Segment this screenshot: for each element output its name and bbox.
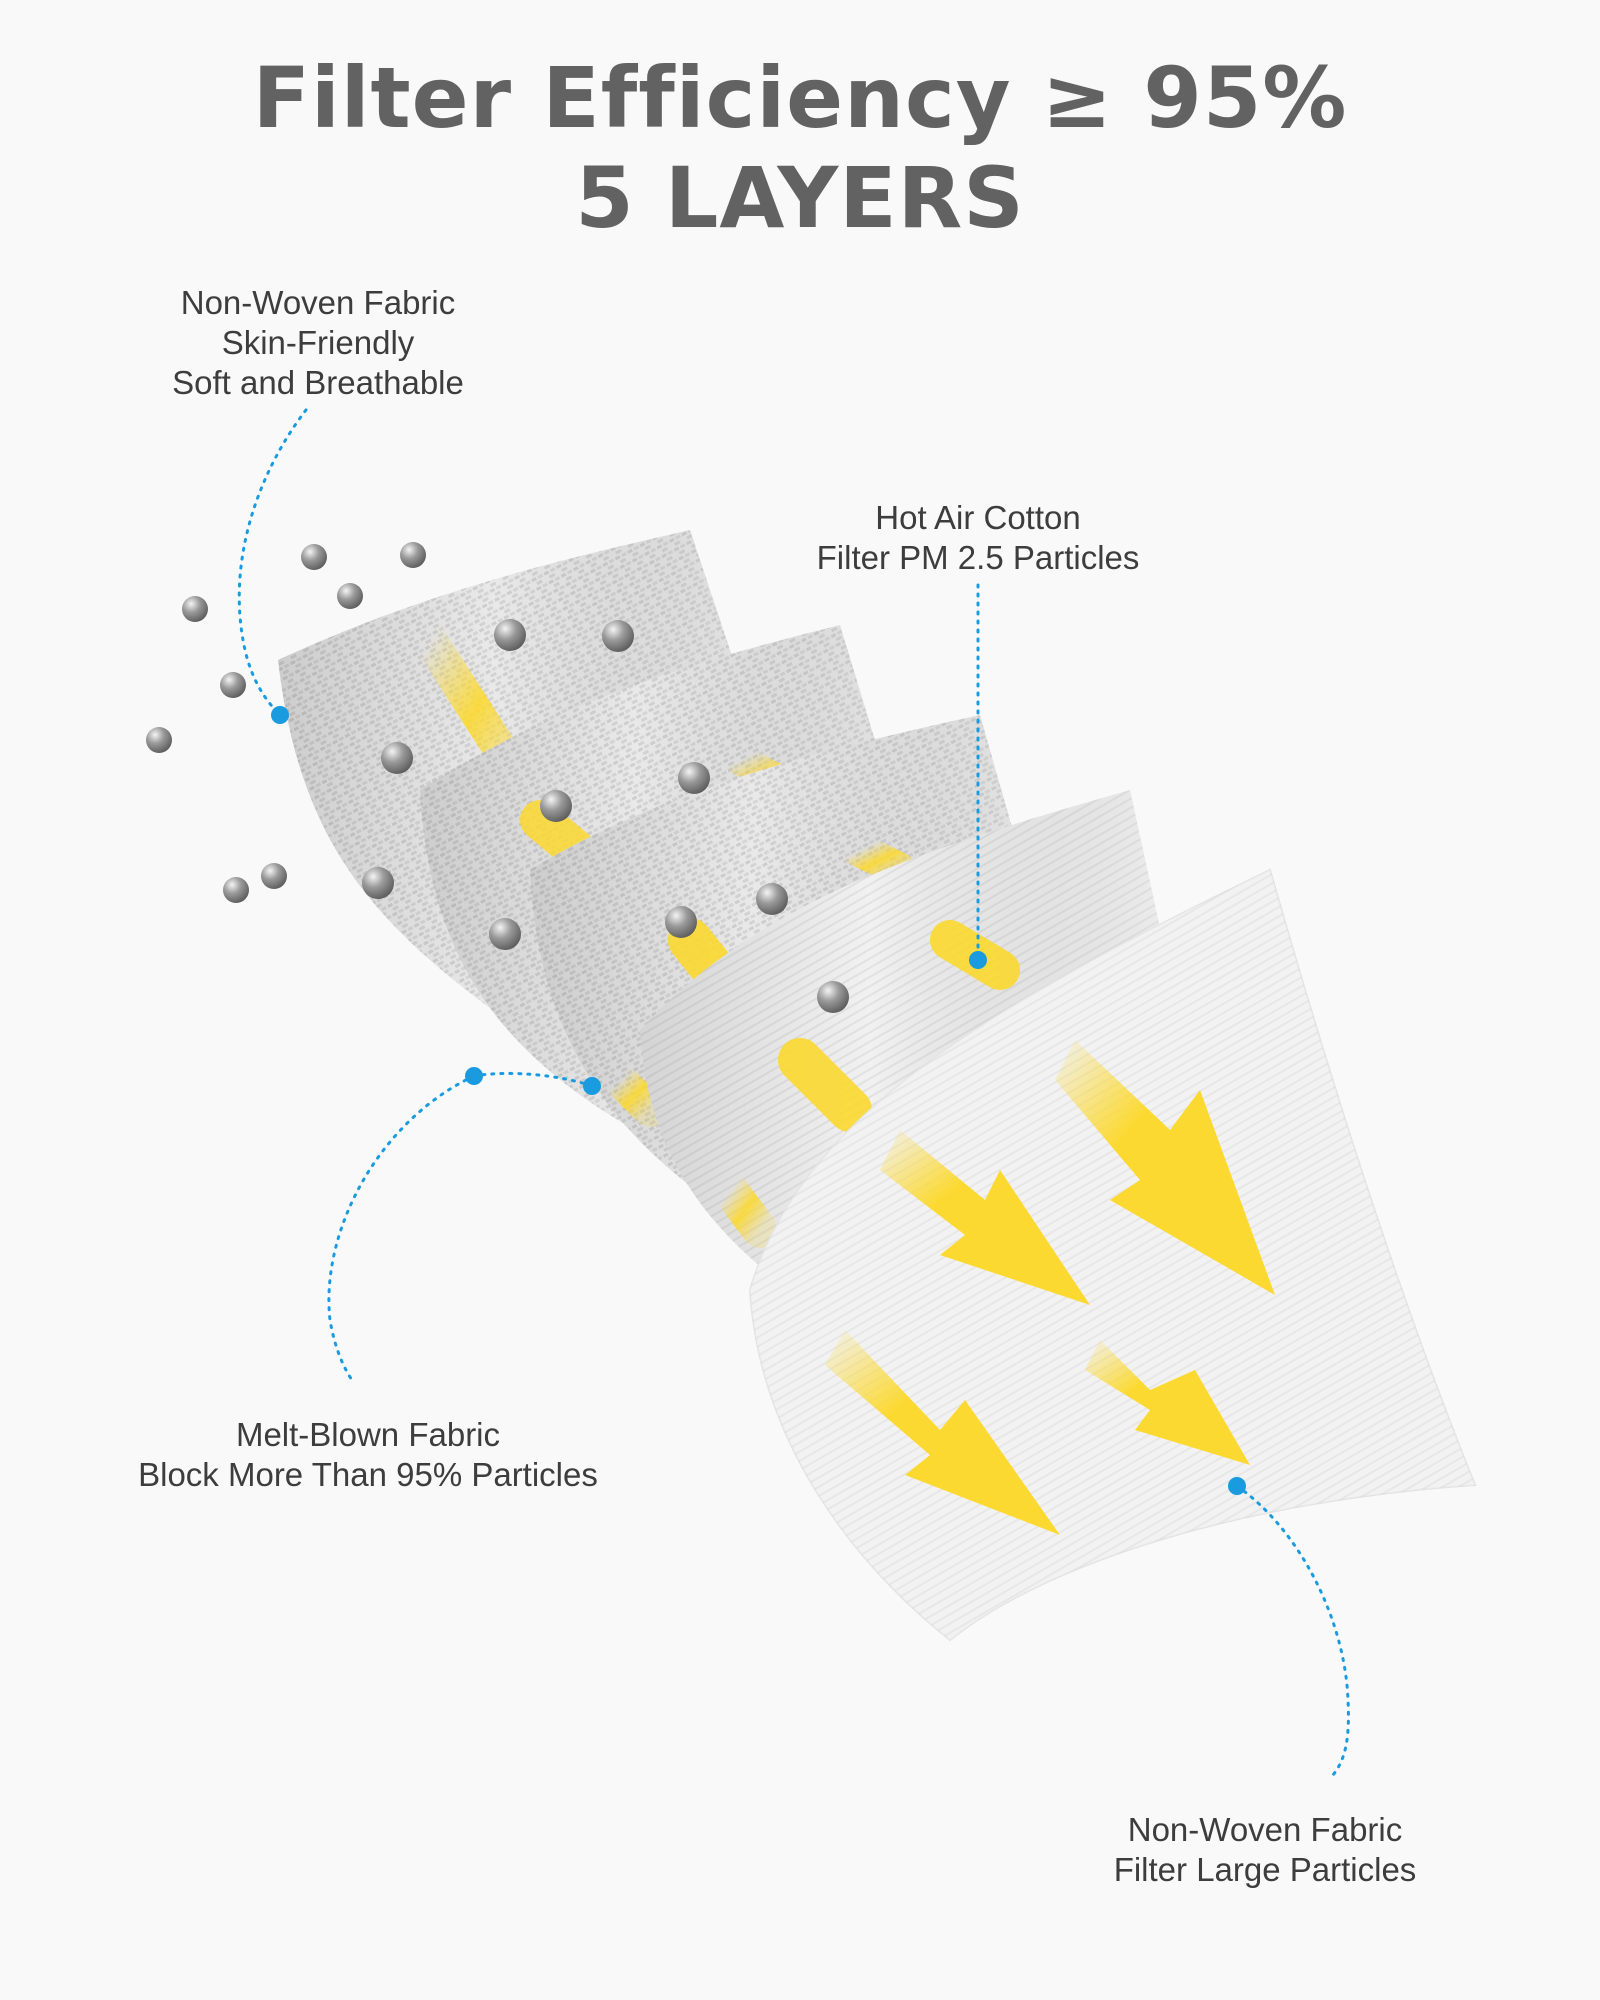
airflow-arrow-icon xyxy=(1085,1340,1250,1465)
callout-marker-icon xyxy=(271,706,289,724)
page-title: Filter Efficiency ≥ 95% 5 LAYERS xyxy=(0,48,1600,248)
leader-line-layer3b xyxy=(472,1071,594,1088)
callout-label-layer3: Melt-Blown Fabric Block More Than 95% Pa… xyxy=(138,1416,598,1493)
airflow-arrow-icon xyxy=(1055,1040,1275,1295)
particle-icon xyxy=(220,672,246,698)
particle-icon xyxy=(337,583,363,609)
callout-marker-icon xyxy=(969,951,987,969)
particle-icon xyxy=(817,981,849,1013)
callout-label-layer1: Non-Woven Fabric Skin-Friendly Soft and … xyxy=(172,284,464,401)
leader-line-layer1 xyxy=(237,408,308,717)
particle-icon xyxy=(665,906,697,938)
particle-icon xyxy=(261,863,287,889)
particle-icon xyxy=(494,619,526,651)
particle-icon xyxy=(182,596,208,622)
callout-label-layer4: Non-Woven Fabric Filter Large Particles xyxy=(1113,1811,1417,1888)
particle-icon xyxy=(400,542,426,568)
particle-icon xyxy=(301,544,327,570)
callout-marker-icon xyxy=(1228,1477,1246,1495)
callout-label-layer2: Hot Air Cotton Filter PM 2.5 Particles xyxy=(816,499,1140,576)
particle-icon xyxy=(678,762,710,794)
particle-icon xyxy=(223,877,249,903)
particle-icon xyxy=(381,742,413,774)
leader-line-layer3 xyxy=(327,1074,476,1382)
particle-icon xyxy=(540,790,572,822)
particle-icon xyxy=(489,918,521,950)
airflow-arrow-icon xyxy=(825,1330,1060,1535)
leader-line-layer4 xyxy=(1235,1484,1350,1777)
particle-icon xyxy=(602,620,634,652)
title-line-1: Filter Efficiency ≥ 95% xyxy=(252,49,1348,147)
particle-icon xyxy=(146,727,172,753)
particle-icon xyxy=(756,883,788,915)
particles xyxy=(146,542,849,1013)
particle-icon xyxy=(362,867,394,899)
callout-marker-icon xyxy=(583,1077,601,1095)
airflow-arrow-icon xyxy=(880,1130,1090,1305)
title-line-2: 5 LAYERS xyxy=(575,149,1025,247)
callout-marker-icon xyxy=(465,1067,483,1085)
